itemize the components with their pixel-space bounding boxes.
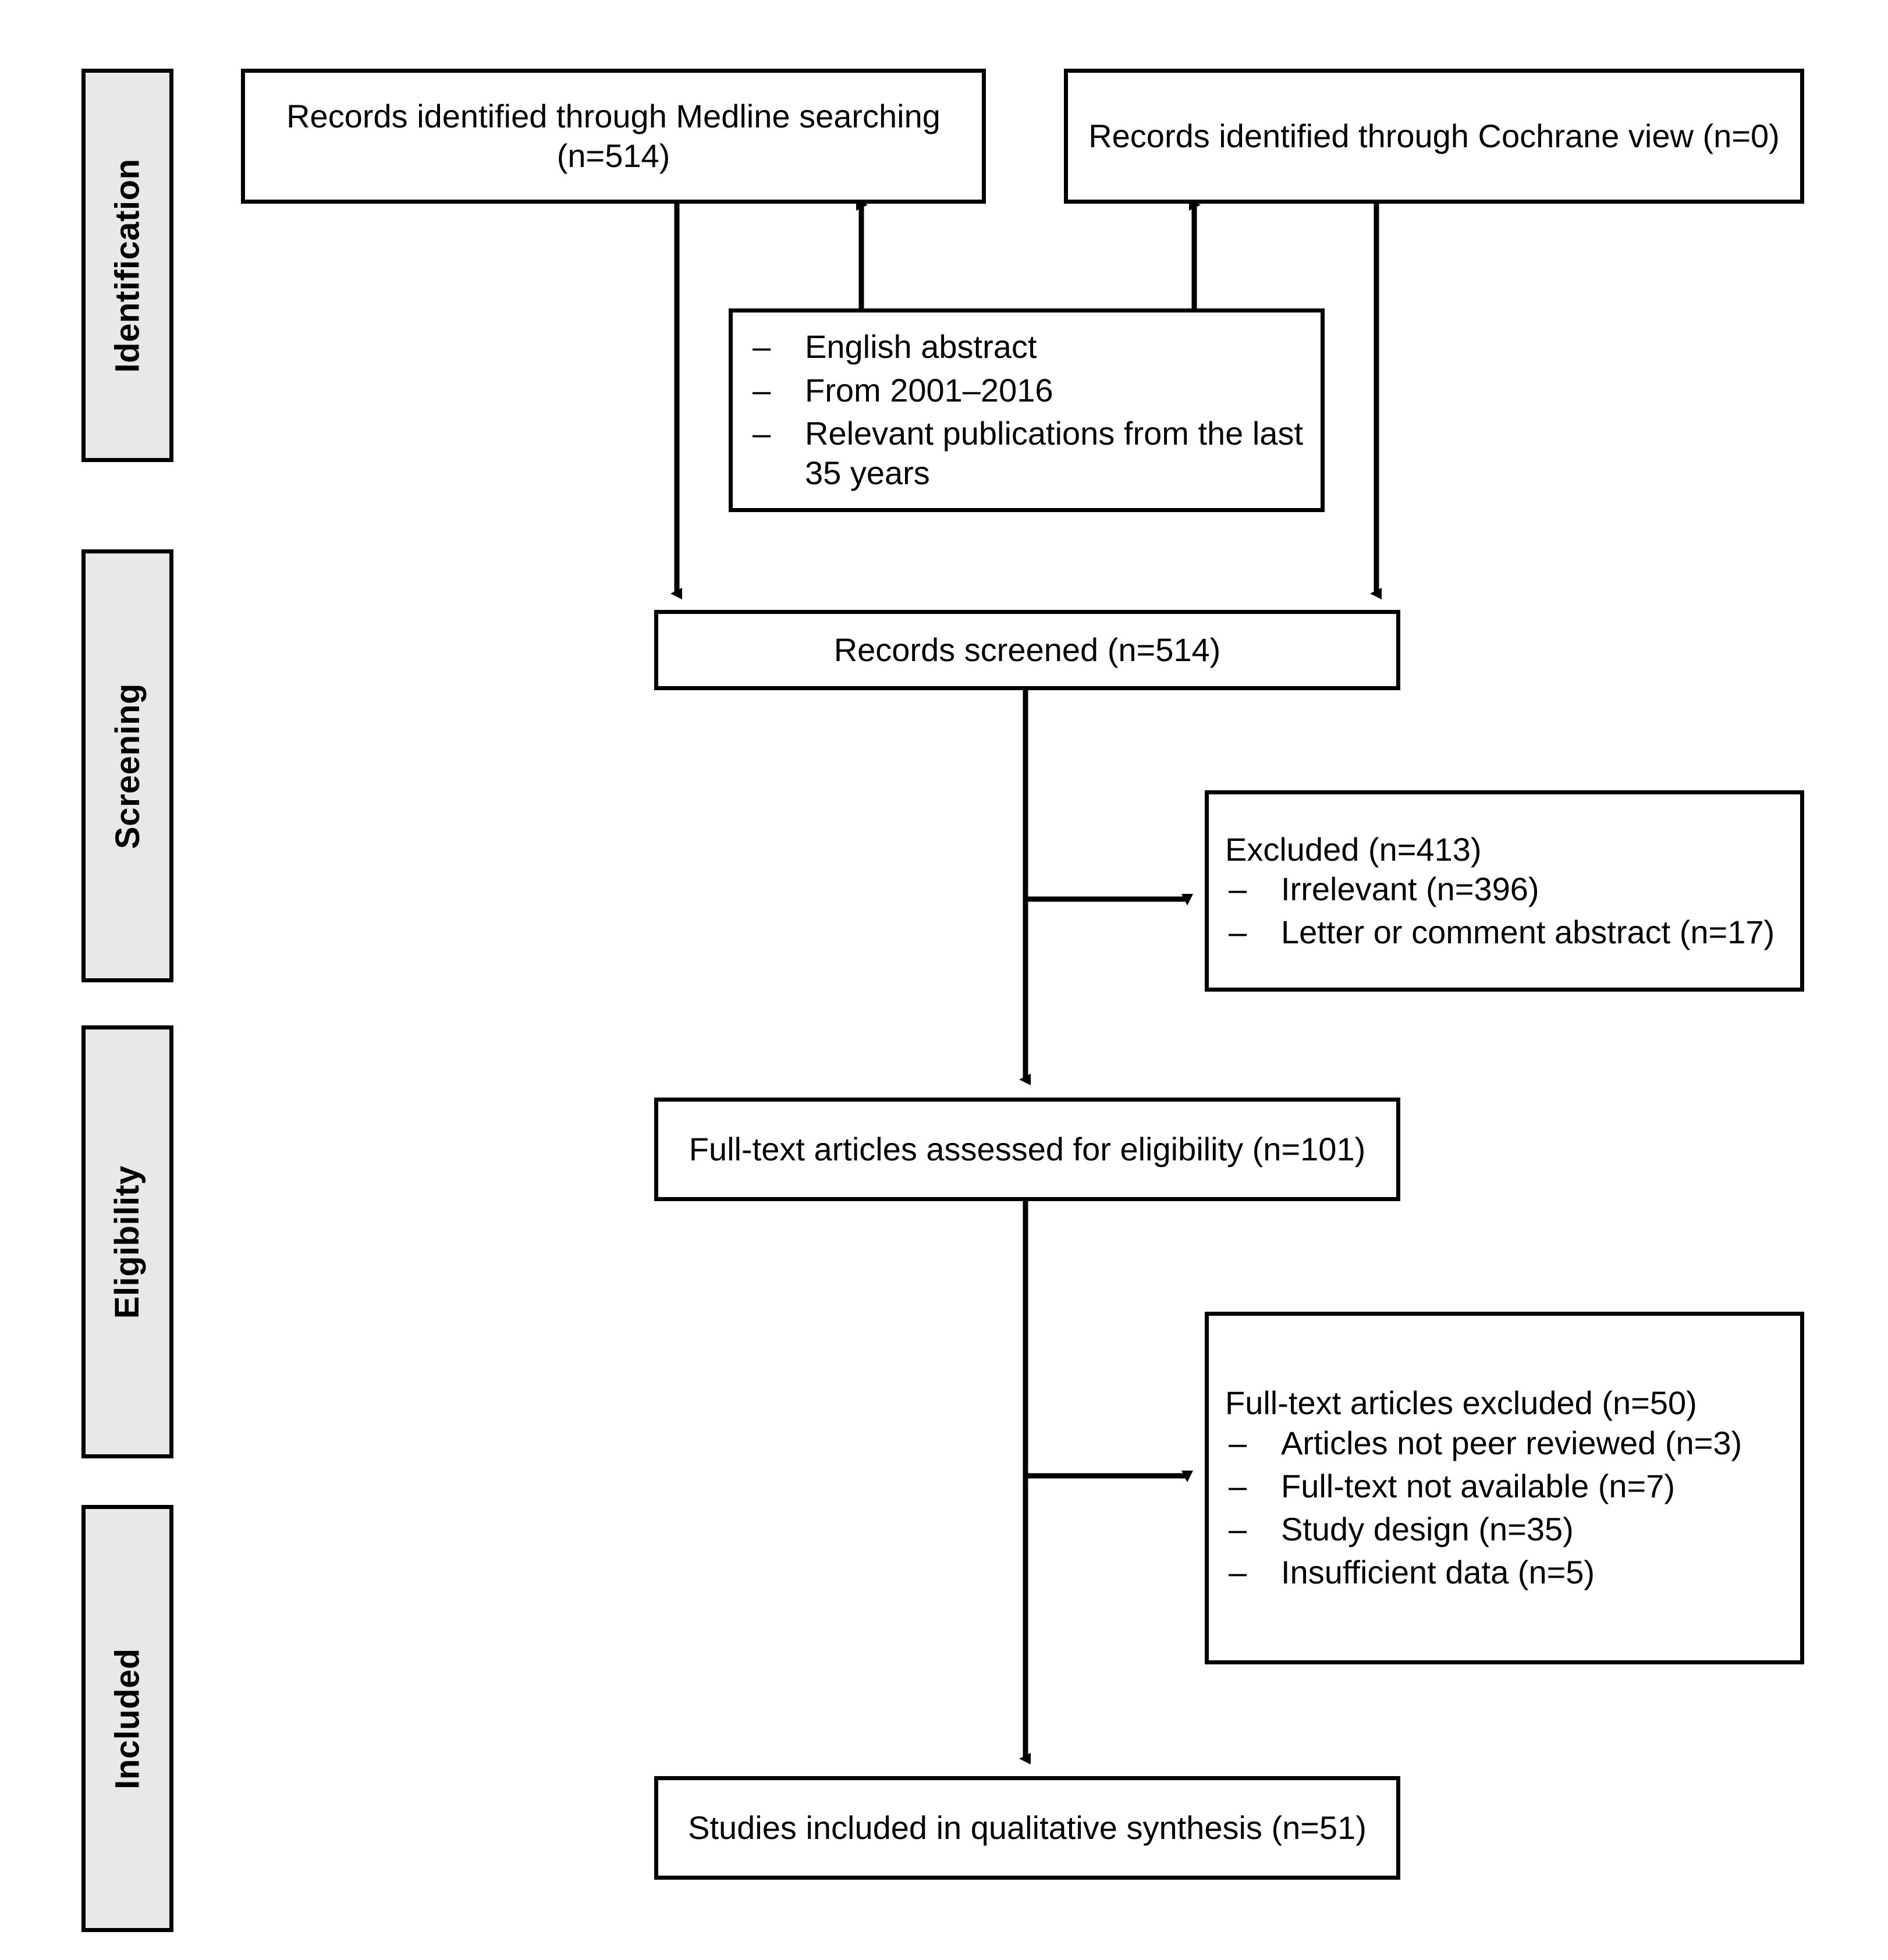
list-item-label: English abstract: [805, 328, 1037, 365]
list-item: – Irrelevant (n=396): [1225, 869, 1784, 909]
sidebar-item-included: Included: [81, 1505, 173, 1932]
sidebar-item-eligibility: Eligibility: [81, 1025, 173, 1458]
box-records-medline: Records identified through Medline searc…: [241, 69, 986, 204]
fulltext-excluded-list: – Articles not peer reviewed (n=3) – Ful…: [1209, 1423, 1800, 1593]
dash-bullet: –: [1229, 1511, 1247, 1548]
box-fulltext-excluded: Full-text articles excluded (n=50) – Art…: [1205, 1312, 1804, 1664]
dash-bullet: –: [753, 371, 771, 409]
list-item-label: Relevant publications from the last 35 y…: [805, 415, 1303, 492]
list-item: – Articles not peer reviewed (n=3): [1225, 1423, 1784, 1463]
list-item: – Letter or comment abstract (n=17): [1225, 912, 1784, 952]
dash-bullet: –: [1229, 1554, 1247, 1591]
sidebar-item-label-identification: Identification: [108, 158, 147, 372]
dash-bullet: –: [753, 328, 771, 365]
sidebar-item-label-eligibility: Eligibility: [108, 1165, 147, 1319]
list-item-label: From 2001–2016: [805, 371, 1053, 409]
list-item-label: Full-text not available (n=7): [1281, 1467, 1676, 1504]
dash-bullet: –: [1229, 870, 1247, 907]
box-fulltext-assessed-text: Full-text articles assessed for eligibil…: [689, 1130, 1366, 1167]
dash-bullet: –: [1229, 1467, 1247, 1504]
dash-bullet: –: [1229, 914, 1247, 951]
sidebar-item-label-included: Included: [108, 1647, 147, 1789]
box-records-cochrane: Records identified through Cochrane view…: [1064, 69, 1804, 204]
list-item: – English abstract: [749, 327, 1304, 367]
list-item: – Full-text not available (n=7): [1225, 1467, 1784, 1506]
excluded-screening-list: – Irrelevant (n=396) – Letter or comment…: [1209, 869, 1800, 953]
box-studies-included: Studies included in qualitative synthesi…: [654, 1776, 1400, 1880]
sidebar-item-screening: Screening: [81, 549, 173, 982]
list-item: – From 2001–2016: [749, 371, 1304, 410]
list-item: – Study design (n=35): [1225, 1510, 1784, 1549]
list-item-label: Insufficient data (n=5): [1281, 1554, 1595, 1591]
box-fulltext-assessed: Full-text articles assessed for eligibil…: [654, 1098, 1400, 1201]
list-item: – Insufficient data (n=5): [1225, 1553, 1784, 1592]
box-inclusion-criteria: – English abstract – From 2001–2016 – Re…: [729, 308, 1325, 512]
dash-bullet: –: [753, 415, 771, 452]
dash-bullet: –: [1229, 1424, 1247, 1461]
box-excluded-screening: Excluded (n=413) – Irrelevant (n=396) – …: [1205, 790, 1804, 992]
list-item: – Relevant publications from the last 35…: [749, 414, 1304, 493]
sidebar-item-label-screening: Screening: [108, 683, 147, 849]
box-records-medline-text: Records identified through Medline searc…: [286, 97, 941, 174]
box-records-screened-text: Records screened (n=514): [833, 631, 1221, 668]
box-records-cochrane-text: Records identified through Cochrane view…: [1088, 117, 1780, 154]
list-item-label: Study design (n=35): [1281, 1511, 1574, 1548]
list-item-label: Irrelevant (n=396): [1281, 870, 1539, 907]
sidebar-item-identification: Identification: [81, 69, 173, 462]
box-records-screened: Records screened (n=514): [654, 610, 1400, 690]
list-item-label: Letter or comment abstract (n=17): [1281, 914, 1775, 951]
inclusion-criteria-list: – English abstract – From 2001–2016 – Re…: [733, 327, 1321, 493]
list-item-label: Articles not peer reviewed (n=3): [1281, 1424, 1743, 1461]
box-studies-included-text: Studies included in qualitative synthesi…: [688, 1809, 1367, 1846]
box-excluded-screening-head: Excluded (n=413): [1225, 830, 1482, 868]
box-fulltext-excluded-head: Full-text articles excluded (n=50): [1225, 1384, 1697, 1422]
